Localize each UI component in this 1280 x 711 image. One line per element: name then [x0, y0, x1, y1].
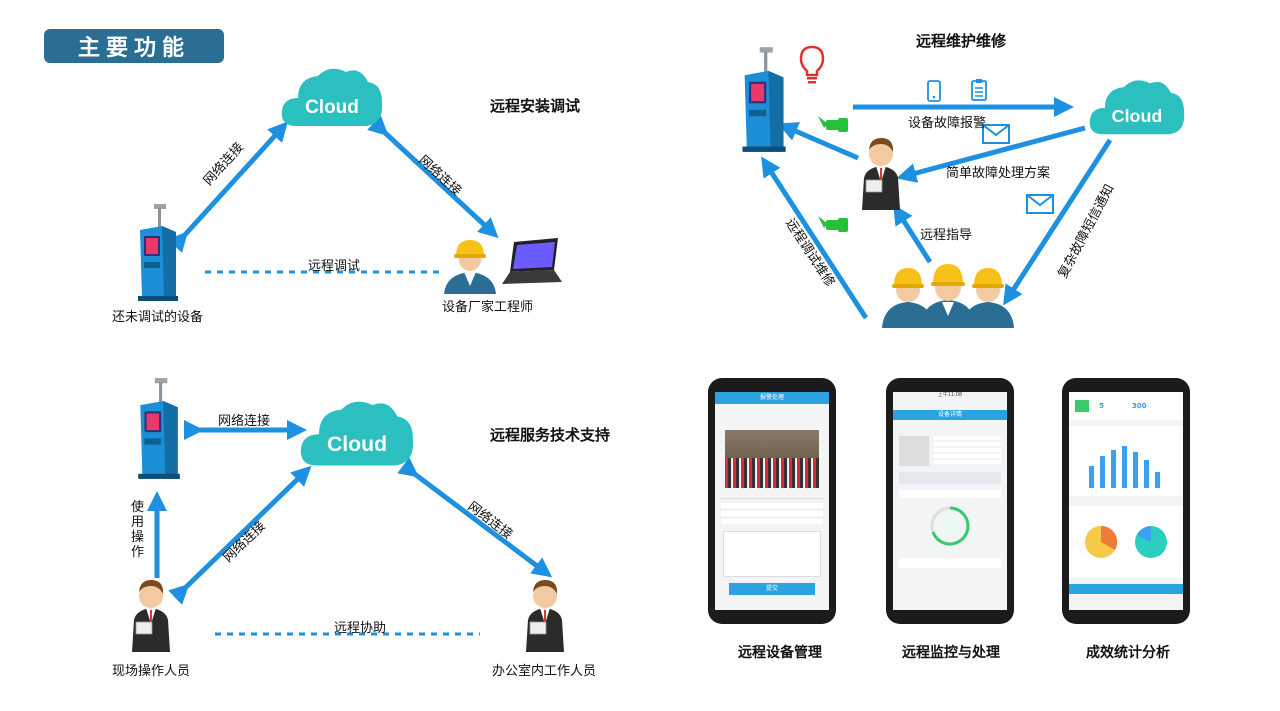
link-label-remote-debug: 远程调试: [308, 259, 361, 274]
stat-value-2: 300: [1131, 402, 1147, 410]
phone-device-management: 报警处理 提交: [708, 378, 836, 624]
phone-header: 报警处理: [715, 392, 829, 404]
link-label-fault-alarm: 设备故障报警: [908, 116, 987, 131]
camera-image: [725, 430, 819, 488]
onsite-operator-label: 现场操作人员: [112, 664, 191, 679]
phone-header: 设备详情: [893, 410, 1007, 420]
device-photo: [899, 436, 929, 466]
phone-caption: 远程设备管理: [738, 645, 822, 661]
kiosk-device-icon: [742, 47, 786, 152]
arrow-remote-guide: [893, 204, 933, 264]
cloud-icon: Cloud: [281, 68, 383, 126]
stat-icon: [1075, 400, 1089, 412]
office-worker-icon: [526, 580, 564, 652]
technician-icon: [862, 138, 900, 210]
arrow-engineer-kiosk: [777, 122, 859, 161]
phone-statistics: 5 300: [1062, 378, 1190, 624]
lightbulb-icon: [799, 45, 825, 84]
office-worker-label: 办公室内工作人员: [492, 664, 597, 679]
mobile-icon: [927, 80, 941, 102]
link-label-use-operate: 使用操作: [131, 500, 145, 560]
arrow-remote-debug-repair: [761, 156, 869, 320]
arrow-cloud-engineer: [367, 115, 499, 239]
cloud-label: Cloud: [305, 97, 359, 118]
cloud-icon: Cloud: [300, 401, 414, 466]
clipboard-icon: [971, 79, 987, 101]
onsite-operator-icon: [132, 580, 170, 652]
arrow-complex-notice: [1003, 138, 1113, 306]
mail-icon: [1026, 194, 1054, 214]
link-label-network: 网络连接: [218, 414, 271, 429]
remark-textarea[interactable]: [723, 531, 821, 577]
status-time: 上午11:08: [937, 392, 963, 398]
phone-caption: 成效统计分析: [1086, 645, 1170, 661]
arrow-device-cloud: [167, 121, 289, 253]
stat-value-1: 5: [1099, 402, 1104, 410]
link-label-remote-assist: 远程协助: [334, 621, 387, 636]
engineer-team-icon: [882, 264, 1014, 328]
section-title-remote-install: 远程安装调试: [490, 97, 581, 115]
device-label: 还未调试的设备: [112, 310, 204, 325]
section-title-remote-service: 远程服务技术支持: [490, 426, 611, 444]
cloud-label: Cloud: [327, 433, 387, 456]
monitor-gauge: [930, 506, 970, 546]
cloud-icon: Cloud: [1089, 80, 1185, 135]
kiosk-device-icon: [138, 204, 178, 301]
phone-remote-monitoring: 上午11:08 设备详情: [886, 378, 1014, 624]
stats-pie-charts: [1069, 506, 1183, 578]
submit-button[interactable]: 提交: [729, 583, 815, 595]
arrow-operator-cloud: [168, 465, 312, 605]
engineer-label: 设备厂家工程师: [442, 300, 534, 315]
stats-bar-chart: [1069, 426, 1183, 496]
laptop-icon: [502, 238, 562, 284]
repair-tool-icon: [818, 116, 848, 132]
link-label-simple-plan: 简单故障处理方案: [946, 166, 1051, 181]
arrow-simple-plan: [896, 125, 1086, 183]
arrow-cloud-office: [397, 457, 553, 578]
kiosk-device-icon: [138, 378, 180, 479]
cloud-label: Cloud: [1112, 106, 1163, 126]
repair-tool-icon: [818, 216, 848, 232]
engineer-icon: [444, 240, 496, 294]
phone-caption: 远程监控与处理: [902, 645, 1000, 661]
page-title: 主要功能: [44, 29, 224, 63]
section-title-remote-maintenance: 远程维护维修: [916, 32, 1007, 50]
mail-icon: [982, 124, 1010, 144]
link-label-remote-guide: 远程指导: [920, 228, 973, 243]
